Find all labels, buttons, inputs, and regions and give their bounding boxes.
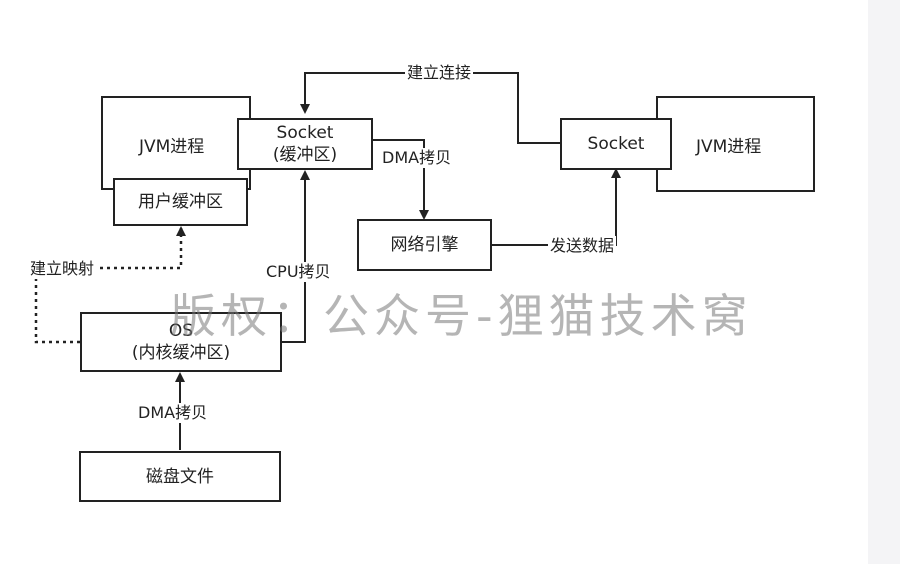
edge-label-send-data: 发送数据: [548, 236, 617, 256]
network-engine: 网络引擎: [357, 219, 492, 271]
edge-label-establish-mapping: 建立映射: [28, 259, 97, 279]
os-line1: OS: [168, 321, 194, 341]
edge-label-dma-copy-disk: DMA拷贝: [136, 403, 210, 423]
cpu-copy-line: [281, 170, 310, 343]
send-data-line: [491, 168, 621, 246]
mapping-line: [34, 226, 186, 344]
jvm-process-left: JVM进程: [101, 96, 251, 190]
disk-file-label: 磁盘文件: [146, 466, 214, 487]
user-buffer: 用户缓冲区: [113, 178, 248, 226]
jvm-process-right: JVM进程: [656, 96, 815, 192]
dma-copy-socket-line: [372, 139, 429, 220]
jvm-process-left-label: JVM进程: [139, 137, 205, 157]
socket-right-label: Socket: [587, 134, 645, 154]
edge-label-establish-connection: 建立连接: [405, 63, 474, 83]
socket-left-line2: (缓冲区): [272, 145, 338, 165]
user-buffer-label: 用户缓冲区: [138, 192, 223, 212]
network-engine-label: 网络引擎: [390, 235, 459, 255]
right-side-panel: [868, 0, 900, 564]
connection-line: [300, 72, 560, 144]
jvm-process-right-label: JVM进程: [696, 137, 762, 157]
os-kernel-buffer: OS (内核缓冲区): [80, 312, 282, 372]
socket-left-line1: Socket: [276, 123, 334, 143]
socket-right: Socket: [560, 118, 672, 170]
edge-label-dma-copy-socket: DMA拷贝: [380, 148, 454, 168]
socket-left: Socket (缓冲区): [237, 118, 373, 170]
disk-file: 磁盘文件: [79, 451, 281, 502]
edge-label-cpu-copy: CPU拷贝: [264, 262, 333, 282]
os-line2: (内核缓冲区): [131, 343, 231, 363]
